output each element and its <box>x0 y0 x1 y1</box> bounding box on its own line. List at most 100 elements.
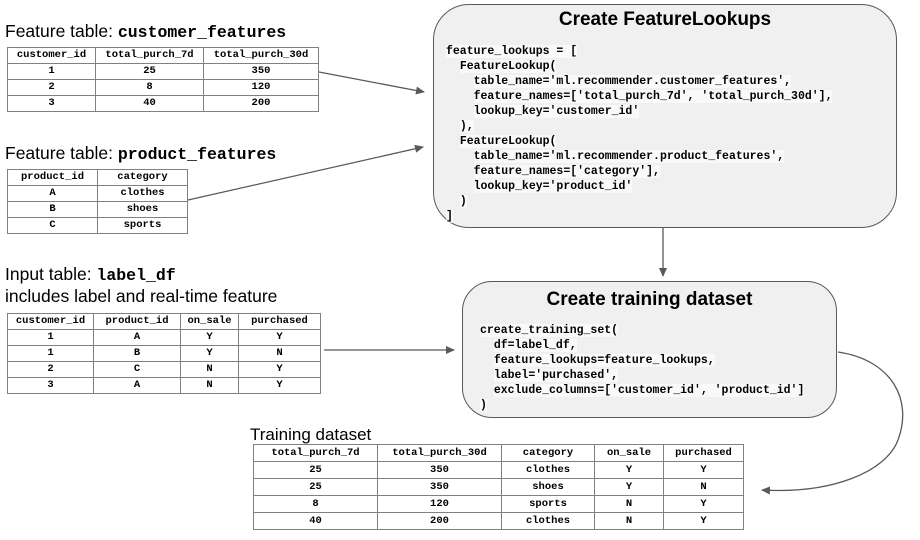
column-header: total_purch_7d <box>95 47 204 64</box>
heading-prefix: Input table: <box>5 264 97 284</box>
table-cell: 2 <box>7 361 94 378</box>
code-line: create_training_set( <box>480 324 619 337</box>
column-header: category <box>97 169 188 186</box>
table-cell: 3 <box>7 95 96 112</box>
arrow-customer-to-lookups-icon <box>318 71 425 95</box>
table-cell: 8 <box>95 79 204 96</box>
table-cell: 25 <box>253 478 378 496</box>
table-cell: 1 <box>7 329 94 346</box>
table-cell: A <box>93 377 181 394</box>
table-cell: sports <box>501 495 595 513</box>
table-cell: 3 <box>7 377 94 394</box>
code-line: ] <box>446 210 453 223</box>
table-cell: 350 <box>377 461 502 479</box>
table-cell: N <box>594 512 664 530</box>
table-cell: Y <box>180 345 239 362</box>
code-line: ) <box>459 195 467 208</box>
code-line: label='purchased', <box>493 369 619 382</box>
code-line: feature_names=['category'], <box>473 165 660 178</box>
table-cell: shoes <box>97 201 188 218</box>
column-header: customer_id <box>7 47 96 64</box>
column-header: purchased <box>663 444 744 462</box>
table-cell: 200 <box>203 95 319 112</box>
code-line: ) <box>480 399 487 412</box>
product-table-heading: Feature table: product_features <box>5 143 276 165</box>
table-cell: sports <box>97 217 188 234</box>
table-cell: N <box>180 377 239 394</box>
create-feature-lookups-box: Create FeatureLookups feature_lookups = … <box>433 4 897 228</box>
table-cell: B <box>7 201 98 218</box>
table-cell: 25 <box>95 63 204 80</box>
column-header: on_sale <box>180 313 239 330</box>
column-header: total_purch_7d <box>253 444 378 462</box>
table-cell: N <box>180 361 239 378</box>
column-header: product_id <box>93 313 181 330</box>
table-cell: clothes <box>97 185 188 202</box>
feature-lookups-code-block: feature_lookups = [ FeatureLookup( table… <box>446 44 833 224</box>
table-cell: N <box>594 495 664 513</box>
table-cell: 40 <box>95 95 204 112</box>
table-cell: 350 <box>203 63 319 80</box>
table-name: label_df <box>96 266 176 285</box>
label-table-subtitle: includes label and real-time feature <box>5 286 278 306</box>
table-cell: Y <box>594 478 664 496</box>
table-cell: N <box>238 345 321 362</box>
code-line: lookup_key='product_id' <box>473 180 633 193</box>
table-cell: Y <box>663 512 744 530</box>
customer-table-heading: Feature table: customer_features <box>5 21 286 43</box>
table-cell: Y <box>238 329 321 346</box>
code-line: exclude_columns=['customer_id', 'product… <box>493 384 805 397</box>
table-cell: A <box>93 329 181 346</box>
create-training-dataset-title: Create training dataset <box>546 289 753 310</box>
table-cell: 1 <box>7 63 96 80</box>
code-line: lookup_key='customer_id' <box>473 105 640 118</box>
table-cell: 200 <box>377 512 502 530</box>
code-line: ), <box>459 120 474 133</box>
column-header: purchased <box>238 313 321 330</box>
table-cell: 40 <box>253 512 378 530</box>
heading-prefix: Feature table: <box>5 143 118 163</box>
code-line: table_name='ml.recommender.customer_feat… <box>473 75 792 88</box>
table-name: customer_features <box>117 23 287 42</box>
table-cell: 120 <box>377 495 502 513</box>
heading-prefix: Feature table: <box>5 21 118 41</box>
table-cell: C <box>93 361 181 378</box>
table-cell: clothes <box>501 461 595 479</box>
table-cell: Y <box>238 361 321 378</box>
table-cell: shoes <box>501 478 595 496</box>
table-cell: 1 <box>7 345 94 362</box>
table-cell: Y <box>180 329 239 346</box>
create-feature-lookups-title: Create FeatureLookups <box>558 9 772 30</box>
column-header: total_purch_30d <box>203 47 319 64</box>
table-cell: 120 <box>203 79 319 96</box>
table-cell: 25 <box>253 461 378 479</box>
column-header: category <box>501 444 595 462</box>
table-cell: B <box>93 345 181 362</box>
code-line: feature_lookups = [ <box>446 45 578 58</box>
table-cell: A <box>7 185 98 202</box>
code-line: FeatureLookup( <box>459 60 557 73</box>
code-line: FeatureLookup( <box>459 135 557 148</box>
code-line: feature_names=['total_purch_7d', 'total_… <box>473 90 833 103</box>
label-table-heading: Input table: label_df includes label and… <box>5 264 277 307</box>
